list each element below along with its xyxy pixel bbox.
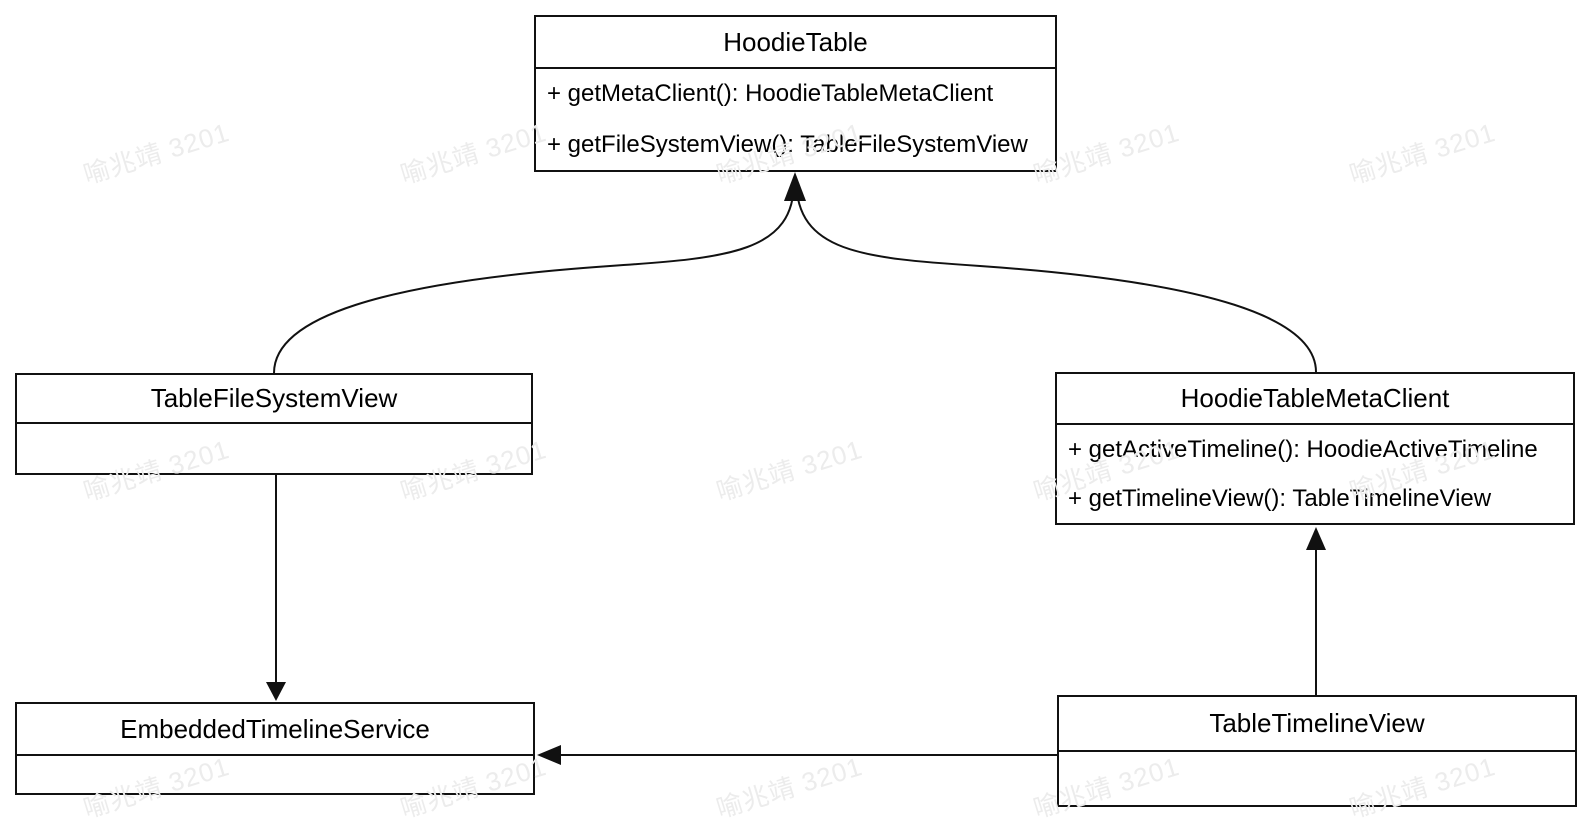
arrowhead-up-hoodietable [784, 172, 806, 201]
class-title-tablefilesystemview: TableFileSystemView [17, 375, 531, 424]
class-box-hoodietable: HoodieTable + getMetaClient(): HoodieTab… [534, 15, 1057, 172]
class-title-hoodietablemetaclient: HoodieTableMetaClient [1057, 374, 1573, 425]
watermark-text: 喻兆靖 3201 [712, 434, 867, 507]
watermark-text: 喻兆靖 3201 [79, 117, 234, 190]
class-box-tabletimelineview: TableTimelineView [1057, 695, 1577, 807]
class-method: + getActiveTimeline(): HoodieActiveTimel… [1068, 435, 1538, 463]
class-method: + getFileSystemView(): TableFileSystemVi… [547, 130, 1028, 158]
watermark-text: 喻兆靖 3201 [1345, 117, 1500, 190]
class-title-embeddedtimelineservice: EmbeddedTimelineService [17, 704, 533, 756]
class-body-hoodietablemetaclient: + getActiveTimeline(): HoodieActiveTimel… [1057, 425, 1573, 523]
class-body-tabletimelineview [1059, 752, 1575, 805]
arrowhead-up-hoodietablemetaclient [1306, 527, 1326, 550]
arrowhead-down-embeddedtimelineservice [266, 682, 286, 701]
class-method: + getMetaClient(): HoodieTableMetaClient [547, 80, 994, 108]
class-body-hoodietable: + getMetaClient(): HoodieTableMetaClient… [536, 69, 1055, 170]
edge-hoodietablemetaclient-to-hoodietable [795, 179, 1317, 373]
watermark-text: 喻兆靖 3201 [712, 751, 867, 818]
class-body-embeddedtimelineservice [17, 756, 533, 793]
class-box-embeddedtimelineservice: EmbeddedTimelineService [15, 702, 535, 795]
class-title-hoodietable: HoodieTable [536, 17, 1055, 69]
edge-tablefilesystemview-to-hoodietable [273, 179, 796, 374]
class-title-tabletimelineview: TableTimelineView [1059, 697, 1575, 752]
class-box-tablefilesystemview: TableFileSystemView [15, 373, 533, 475]
arrowhead-left-embeddedtimelineservice [537, 745, 561, 765]
class-method: + getTimelineView(): TableTimelineView [1068, 484, 1492, 512]
class-body-tablefilesystemview [17, 424, 531, 473]
watermark-text: 喻兆靖 3201 [396, 117, 551, 190]
class-box-hoodietablemetaclient: HoodieTableMetaClient + getActiveTimelin… [1055, 372, 1575, 525]
